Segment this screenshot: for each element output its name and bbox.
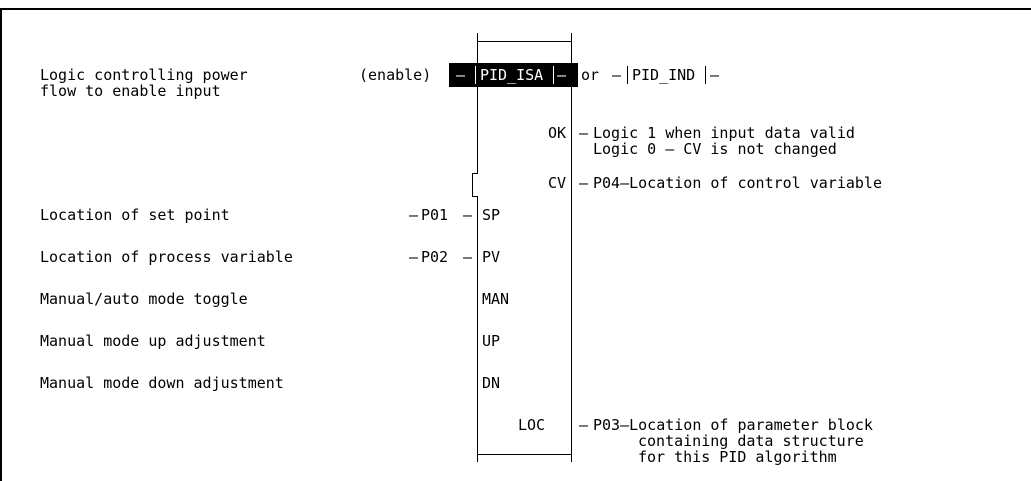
enable-desc-line2: flow to enable input bbox=[40, 82, 221, 100]
frame-top-border bbox=[0, 8, 1031, 10]
alt-right-bar bbox=[705, 66, 706, 84]
pin-sp: SP bbox=[482, 206, 501, 224]
ok-desc-line1: Logic 1 when input data valid bbox=[593, 124, 855, 142]
enable-connector-dash: – bbox=[456, 66, 466, 84]
pin-pv: PV bbox=[482, 248, 501, 266]
pv-param-dash-left: – bbox=[409, 248, 419, 266]
block-left-line-lower bbox=[477, 197, 478, 462]
or-text: or bbox=[581, 66, 599, 84]
pv-desc: Location of process variable bbox=[40, 248, 293, 266]
alt-left-bar bbox=[627, 66, 628, 84]
up-desc: Manual mode up adjustment bbox=[40, 332, 266, 350]
cv-desc: P04–Location of control variable bbox=[593, 174, 882, 192]
block-bottom-line bbox=[478, 454, 571, 455]
block-left-notch-2 bbox=[472, 173, 473, 197]
highlight-bar bbox=[449, 63, 578, 87]
pin-dn: DN bbox=[482, 374, 501, 392]
pin-up: UP bbox=[482, 332, 501, 350]
pv-param: P02 bbox=[421, 248, 449, 266]
loc-output-dash: – bbox=[579, 416, 589, 434]
pin-man: MAN bbox=[482, 290, 510, 308]
block-top-line bbox=[478, 41, 571, 42]
highlight-divider-left bbox=[475, 66, 476, 84]
block-left-line-upper bbox=[477, 33, 478, 173]
dn-desc: Manual mode down adjustment bbox=[40, 374, 284, 392]
output-connector-dash: – bbox=[557, 66, 567, 84]
sp-param: P01 bbox=[421, 206, 449, 224]
ok-desc-line2: Logic 0 – CV is not changed bbox=[593, 140, 837, 158]
loc-desc-line1: P03–Location of parameter block bbox=[593, 416, 873, 434]
sp-param-dash-right: – bbox=[463, 206, 473, 224]
pin-ok: OK bbox=[548, 124, 567, 142]
loc-desc-line2: containing data structure bbox=[638, 432, 864, 450]
alt-trailing-dash: – bbox=[710, 66, 720, 84]
sp-desc: Location of set point bbox=[40, 206, 230, 224]
block-left-notch-3 bbox=[472, 196, 478, 197]
pin-loc: LOC bbox=[518, 416, 546, 434]
enable-label: (enable) bbox=[359, 66, 432, 84]
man-desc: Manual/auto mode toggle bbox=[40, 290, 248, 308]
block-right-line bbox=[571, 33, 572, 462]
sp-param-dash-left: – bbox=[409, 206, 419, 224]
alt-connector-dash: – bbox=[612, 66, 622, 84]
highlight-divider-right bbox=[553, 66, 554, 84]
block-name-primary: PID_ISA bbox=[480, 66, 544, 84]
cv-output-dash: – bbox=[579, 174, 589, 192]
loc-desc-line3: for this PID algorithm bbox=[638, 448, 837, 466]
pin-cv: CV bbox=[548, 174, 567, 192]
or-label: or bbox=[581, 66, 600, 84]
pv-param-dash-right: – bbox=[463, 248, 473, 266]
ok-output-dash: – bbox=[579, 124, 589, 142]
block-name-alt: PID_IND bbox=[632, 66, 696, 84]
block-left-notch bbox=[472, 173, 478, 174]
enable-desc-line1: Logic controlling power bbox=[40, 66, 248, 84]
frame-left-border bbox=[0, 8, 2, 481]
